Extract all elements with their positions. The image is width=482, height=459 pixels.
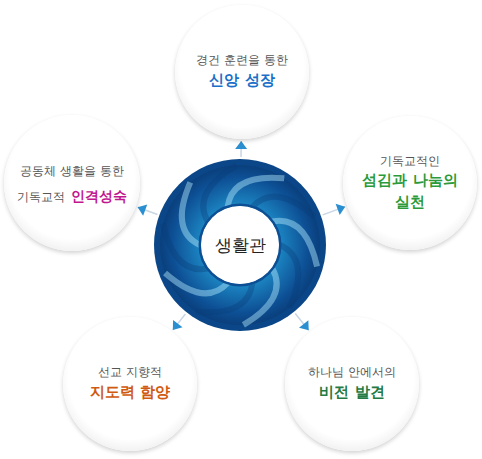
blade-stroke (182, 182, 200, 245)
goal-circle: 경건 훈련을 통한신앙 성장 (175, 5, 309, 139)
blade-stroke (280, 245, 298, 308)
pinwheel-blades (163, 165, 317, 325)
node-label: 선교 지향적 (98, 364, 162, 381)
arrow-connector (323, 204, 346, 215)
arrow-connector (235, 141, 247, 157)
arrow-connector (173, 314, 186, 330)
inner-ring (200, 205, 280, 285)
arrow-connector (138, 204, 158, 215)
goal-circle: 공동체 생활을 통한 기독교적 인격성숙 (4, 115, 140, 251)
connector-line (173, 314, 186, 330)
goal-circle: 선교 지향적지도력 함양 (63, 317, 197, 451)
node-heading: 지도력 함양 (90, 382, 170, 404)
connector-line (295, 314, 308, 331)
node-heading: 신앙 성장 (209, 70, 274, 92)
node-label: 생활관 (215, 233, 266, 258)
arrow-head (173, 320, 183, 330)
arrow-head (336, 204, 346, 215)
goal-circle: 하나님 안에서의비전 발견 (285, 317, 419, 451)
arrow-head (299, 320, 309, 330)
text-group: 공동체 생활을 통한 기독교적 인격성숙 (16, 157, 128, 208)
outer-ring (154, 159, 326, 331)
arrow-head (235, 141, 247, 149)
node-heading: 비전 발견 (319, 382, 384, 404)
node-heading: 섬김과 나눔의 실천 (360, 170, 460, 214)
node-heading: 인격성숙 (71, 188, 127, 204)
node-label: 하나님 안에서의 (308, 364, 396, 381)
pinwheel-disc (160, 165, 320, 325)
node-label: 경건 훈련을 통한 (196, 52, 288, 69)
center-circle: 생활관 (201, 206, 279, 284)
node-label: 기독교적인 (380, 153, 440, 170)
arrow-head (138, 204, 148, 215)
goal-circle: 기독교적인섬김과 나눔의 실천 (343, 116, 477, 250)
arrow-connector (295, 314, 308, 331)
